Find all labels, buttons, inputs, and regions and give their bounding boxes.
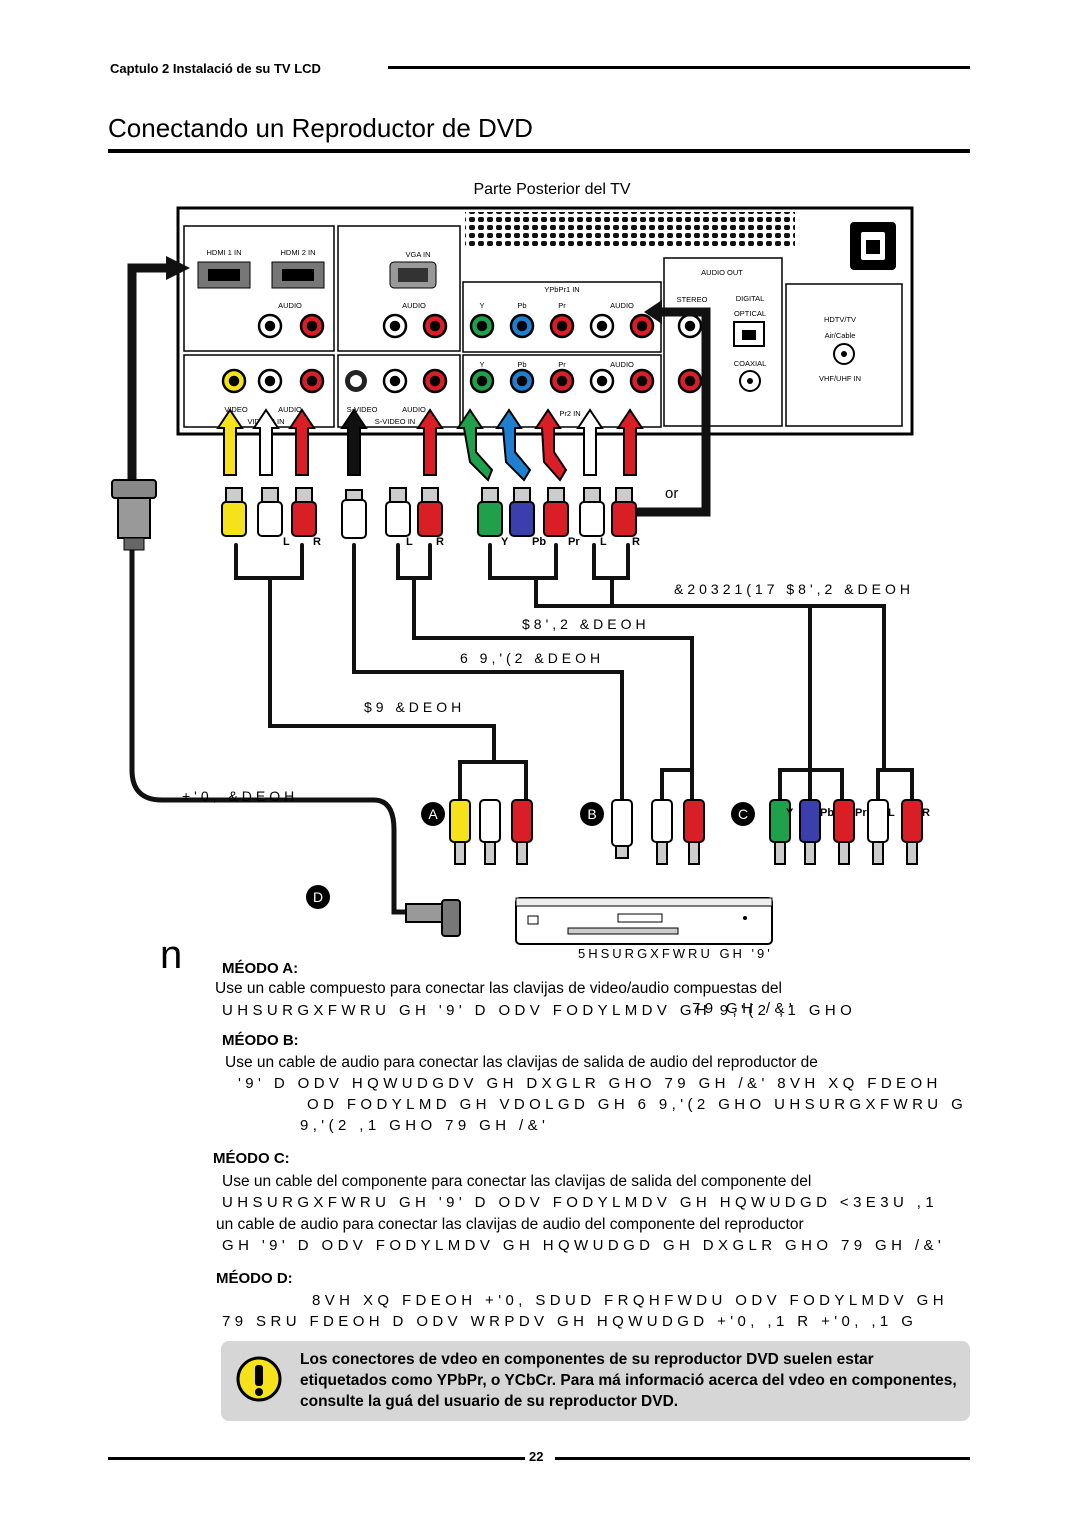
plug-l-label-3: L (600, 536, 607, 548)
page-number: 22 (529, 1449, 544, 1464)
audio-label-4: AUDIO (610, 360, 634, 369)
plug-y-label: Y (501, 536, 509, 548)
method-b-line-1: Use un cable de audio para conectar las … (225, 1054, 818, 1071)
method-c-line-3: un cable de audio para conectar las clav… (216, 1216, 804, 1233)
plug-pb-label: Pb (532, 536, 546, 548)
svideo-cable-label: 6 9,'(2 &DEOH (460, 650, 604, 666)
badge-c: C (738, 806, 748, 822)
audio-label-1: AUDIO (278, 301, 302, 310)
video-label: VIDEO (224, 405, 248, 414)
optical-label: OPTICAL (734, 309, 766, 318)
lower-r-label: R (922, 807, 930, 819)
plug-pr-label: Pr (568, 536, 580, 548)
connection-arrows (216, 408, 644, 482)
hdtv-label: HDTV/TV (824, 315, 856, 324)
page-title: Conectando un Reproductor de DVD (108, 113, 533, 143)
hdmi-cable-lower (129, 545, 411, 915)
or-label: or (665, 485, 678, 502)
badge-b: B (587, 806, 596, 822)
air-cable-label: Air/Cable (825, 331, 856, 340)
badge-a: A (428, 806, 438, 822)
audio-label-5: AUDIO (278, 405, 302, 414)
plug-l-label-2: L (406, 536, 413, 548)
svideo-label: S-VIDEO (347, 405, 378, 414)
av-cable-label: $9 &DEOH (364, 699, 465, 715)
method-a-heading: MÉODO A: (222, 960, 299, 977)
method-b-heading: MÉODO B: (222, 1032, 299, 1049)
title-rule (108, 149, 970, 153)
method-b-line-3: OD FODYLMD GH VDOLGD GH 6 9,'(2 GHO UHSU… (307, 1096, 968, 1113)
y-label-1: Y (479, 301, 484, 310)
coaxial-label: COAXIAL (734, 359, 767, 368)
svideo-in-label: S-VIDEO IN (375, 417, 415, 426)
pb-label-2: Pb (517, 360, 526, 369)
upper-rca-plugs (221, 487, 637, 539)
plug-r-label-2: R (436, 536, 444, 548)
y-label-2: Y (479, 360, 484, 369)
method-b-line-4: 9,'(2 ,1 GHO 79 GH /&' (300, 1117, 550, 1134)
footer-rule-right (555, 1457, 970, 1460)
hdmi-plug-lower-icon (405, 899, 461, 937)
hdmi-cable-label: +'0, &DEOH (182, 788, 298, 804)
method-badges: A B C D (306, 802, 755, 909)
vga-label: VGA IN (405, 250, 430, 259)
warning-icon (236, 1356, 282, 1402)
pb-label-1: Pb (517, 301, 526, 310)
method-d-line-1: 8VH XQ FDEOH +'0, SDUD FRQHFWDU ODV FODY… (312, 1292, 948, 1309)
plug-r-label-3: R (632, 536, 640, 548)
audio-out-label: AUDIO OUT (701, 268, 743, 277)
rca-jacks (221, 313, 703, 394)
lower-pb-label: Pb (820, 807, 834, 819)
connection-diagram: Parte Posterior del TV (111, 181, 930, 960)
audio-label-3: AUDIO (610, 301, 634, 310)
dvd-player-label: 5HSURGXFWRU GH '9' (578, 946, 773, 960)
badge-d: D (313, 889, 323, 905)
lower-rca-plugs (449, 799, 923, 865)
hdmi2-label: HDMI 2 IN (280, 248, 315, 257)
lower-l-label: L (888, 807, 895, 819)
hdmi-plug-icon (111, 479, 157, 551)
pr-label-2: Pr (558, 360, 566, 369)
method-c-line-2: UHSURGXFWRU GH '9' D ODV FODYLMDV GH HQW… (222, 1194, 939, 1211)
method-a-line-1: Use un cable compuesto para conectar las… (215, 980, 782, 997)
method-a-overlap: 79 GH /&' (692, 1000, 797, 1017)
plug-l-label-1: L (283, 536, 290, 548)
ypbpr1-label: YPbPr1 IN (544, 285, 579, 294)
digital-label: DIGITAL (736, 294, 765, 303)
method-c-heading: MÉODO C: (213, 1150, 290, 1167)
audio-label-2: AUDIO (402, 301, 426, 310)
lower-pr-label: Pr (855, 807, 867, 819)
pr2-in-label: Pr2 IN (559, 409, 580, 418)
bullet-mark: n (160, 933, 183, 977)
audio-cable-label: $8',2 &DEOH (522, 616, 650, 632)
method-d-heading: MÉODO D: (216, 1270, 293, 1287)
hdmi-cable (127, 263, 171, 487)
method-a-line-2: UHSURGXFWRU GH '9' D ODV FODYLMDV GH 9,'… (222, 1002, 857, 1019)
footer-rule-left (108, 1457, 525, 1460)
method-d-line-2: 79 SRU FDEOH D ODV WRPDV GH HQWUDGD +'0,… (222, 1313, 918, 1330)
pr-label-1: Pr (558, 301, 566, 310)
note-text: Los conectores de vdeo en componentes de… (300, 1351, 957, 1410)
audio-label-6: AUDIO (402, 405, 426, 414)
method-c-line-1: Use un cable del componente para conecta… (222, 1173, 812, 1190)
lower-y-label: Y (786, 807, 794, 819)
tv-back-panel (176, 206, 914, 436)
method-c-line-4: GH '9' D ODV FODYLMDV GH HQWUDGD GH DXGL… (222, 1237, 946, 1254)
plug-r-label-1: R (313, 536, 321, 548)
stereo-label: STEREO (677, 295, 708, 304)
note-box (221, 1341, 970, 1421)
header-rule (388, 66, 970, 69)
diagram-caption: Parte Posterior del TV (473, 181, 630, 198)
audio-out-cable (633, 307, 711, 517)
hdmi1-label: HDMI 1 IN (206, 248, 241, 257)
method-b-line-2: '9' D ODV HQWUDGDV GH DXGLR GHO 79 GH /&… (238, 1075, 942, 1092)
chapter-header: Captulo 2 Instalació de su TV LCD (110, 61, 321, 76)
dvd-player-icon (515, 897, 773, 945)
component-cable-label: &20321(17 $8',2 &DEOH (674, 581, 914, 597)
vhf-uhf-label: VHF/UHF IN (819, 374, 861, 383)
